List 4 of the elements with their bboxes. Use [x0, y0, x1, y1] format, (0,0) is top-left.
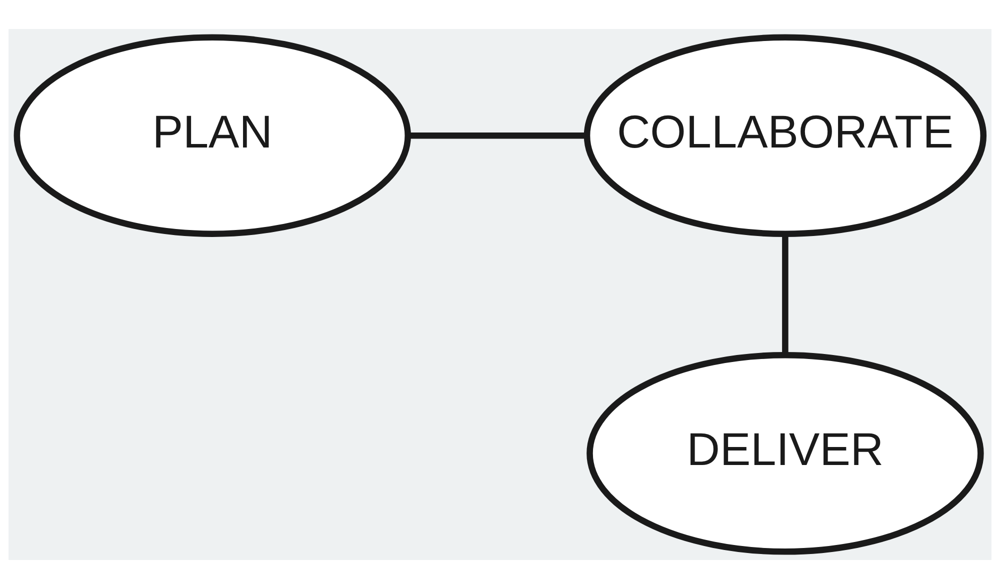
node-ellipse: PLAN: [14, 34, 411, 236]
node-ellipse: DELIVER: [586, 352, 984, 554]
node-ellipse: COLLABORATE: [584, 34, 987, 236]
connector: [782, 234, 788, 354]
